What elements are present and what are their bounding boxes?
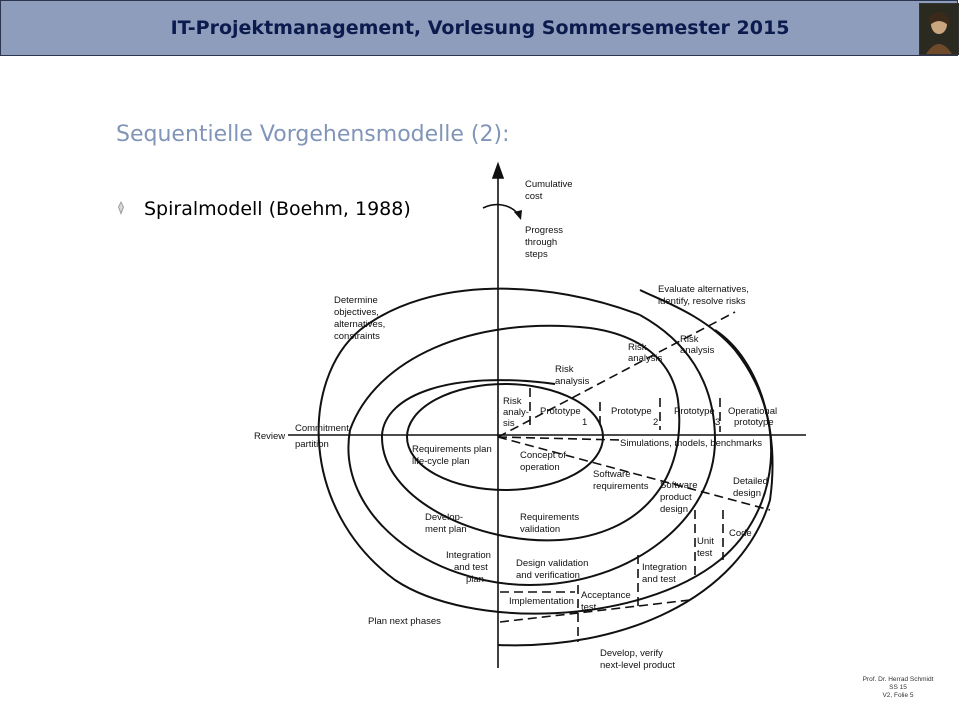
svg-text:sis: sis (503, 418, 515, 429)
svg-text:identify, resolve risks: identify, resolve risks (658, 296, 746, 307)
label-prototype-2: Prototype (611, 406, 652, 417)
svg-text:validation: validation (520, 524, 560, 535)
label-implementation: Implementation (509, 596, 574, 607)
svg-text:next-level product: next-level product (600, 660, 675, 671)
slide-header: IT-Projektmanagement, Vorlesung Sommerse… (0, 0, 958, 56)
svg-text:alternatives,: alternatives, (334, 319, 385, 330)
label-commitment: Commitment (295, 423, 349, 434)
svg-text:and verification: and verification (516, 570, 580, 581)
label-risk-analysis-3: Risk (555, 364, 574, 375)
svg-text:constraints: constraints (334, 331, 380, 342)
label-development-plan: Develop- (425, 512, 463, 523)
label-concept-operation: Concept of (520, 450, 566, 461)
svg-text:and test: and test (454, 562, 488, 573)
svg-text:life-cycle plan: life-cycle plan (412, 456, 470, 467)
label-unit-test: Unit (697, 536, 714, 547)
label-software-requirements: Software (593, 469, 631, 480)
svg-text:3: 3 (715, 417, 720, 428)
svg-text:2: 2 (653, 417, 658, 428)
bullet-icon (116, 200, 126, 216)
svg-text:through: through (525, 237, 557, 248)
svg-text:analysis: analysis (555, 376, 590, 387)
label-requirements-plan: Requirements plan (412, 444, 492, 455)
footer-semester: SS 15 (848, 684, 948, 692)
svg-text:requirements: requirements (593, 481, 649, 492)
label-risk-analysis-outer: Risk (680, 334, 699, 345)
svg-text:analy-: analy- (503, 407, 529, 418)
svg-text:analysis: analysis (680, 345, 715, 356)
label-integration-test-plan: Integration (446, 550, 491, 561)
label-code: Code (729, 528, 752, 539)
svg-text:test: test (581, 602, 597, 613)
svg-text:ment plan: ment plan (425, 524, 467, 535)
svg-text:1: 1 (582, 417, 587, 428)
label-design-validation: Design validation (516, 558, 588, 569)
label-operational-prototype: Operational (728, 406, 777, 417)
label-requirements-validation: Requirements (520, 512, 579, 523)
label-risk-analysis-2: Risk (628, 342, 647, 353)
svg-text:prototype: prototype (734, 417, 774, 428)
label-prototype-1: Prototype (540, 406, 581, 417)
label-progress-steps: Progress (525, 225, 563, 236)
label-acceptance-test: Acceptance (581, 590, 631, 601)
svg-text:design: design (660, 504, 688, 515)
header-title: IT-Projektmanagement, Vorlesung Sommerse… (1, 17, 959, 39)
label-risk-analysis-inner: Risk (503, 396, 522, 407)
svg-text:analysis: analysis (628, 353, 663, 364)
diagram-labels: Cumulative cost Progress through steps E… (254, 179, 777, 671)
label-integration-test: Integration (642, 562, 687, 573)
svg-text:cost: cost (525, 191, 543, 202)
slide-footer: Prof. Dr. Herrad Schmidt SS 15 V2, Folie… (848, 676, 948, 700)
svg-text:steps: steps (525, 249, 548, 260)
footer-slide-ref: V2, Folie 5 (848, 692, 948, 700)
label-determine: Determine (334, 295, 378, 306)
label-detailed-design: Detailed (733, 476, 768, 487)
label-review: Review (254, 431, 285, 442)
svg-text:design: design (733, 488, 761, 499)
label-software-product-design: Software (660, 480, 698, 491)
label-plan-next-phases: Plan next phases (368, 616, 441, 627)
svg-text:partition: partition (295, 439, 329, 450)
spiral-model-diagram: Cumulative cost Progress through steps E… (240, 160, 820, 680)
label-prototype-3: Prototype (674, 406, 715, 417)
portrait-image (919, 3, 959, 55)
footer-author: Prof. Dr. Herrad Schmidt (848, 676, 948, 684)
svg-text:plan: plan (466, 574, 484, 585)
svg-text:operation: operation (520, 462, 560, 473)
label-develop-verify: Develop, verify (600, 648, 663, 659)
label-cumulative-cost: Cumulative (525, 179, 573, 190)
svg-text:objectives,: objectives, (334, 307, 379, 318)
svg-text:product: product (660, 492, 692, 503)
label-evaluate: Evaluate alternatives, (658, 284, 749, 295)
svg-text:and test: and test (642, 574, 676, 585)
label-simulations: Simulations, models, benchmarks (620, 438, 762, 449)
slide-title: Sequentielle Vorgehensmodelle (2): (116, 122, 509, 147)
svg-text:test: test (697, 548, 713, 559)
